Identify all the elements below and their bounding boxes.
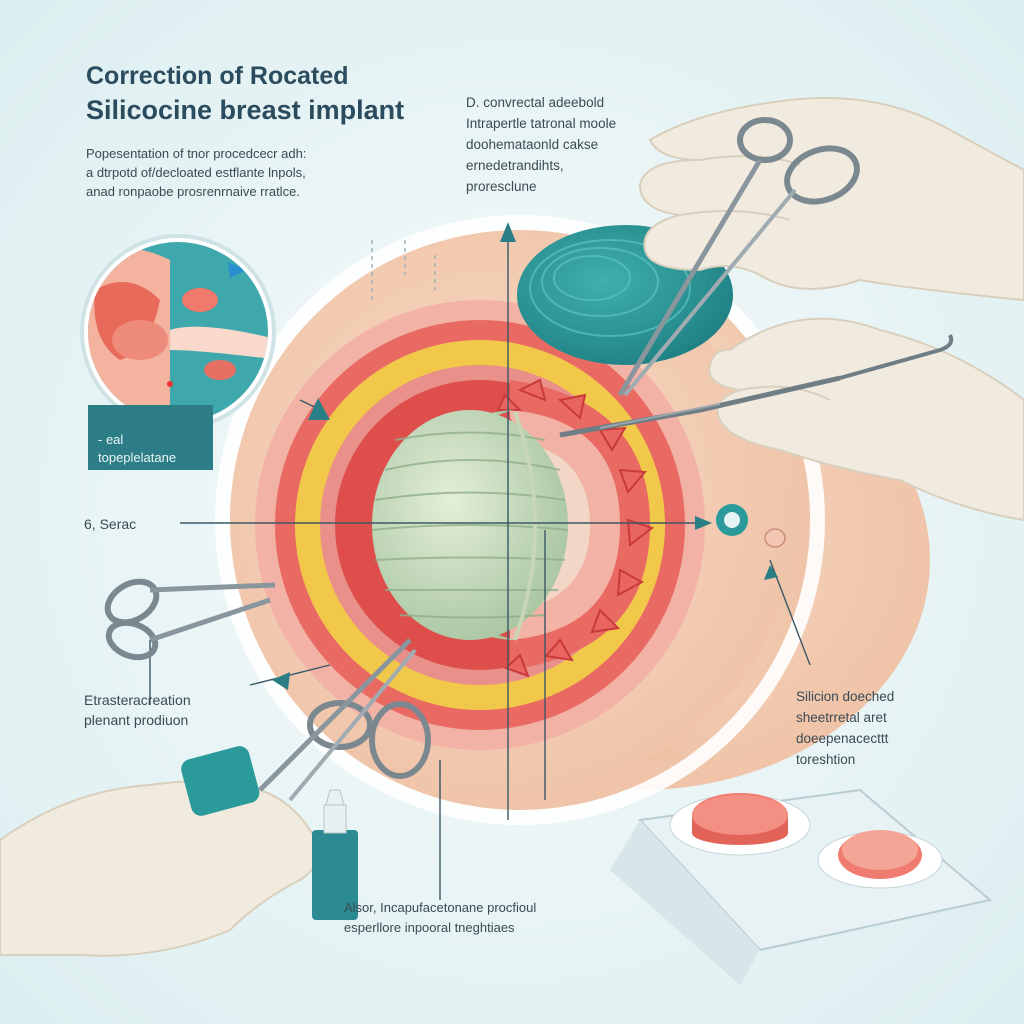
silicone-implant bbox=[371, 410, 569, 641]
clamp-left bbox=[104, 578, 276, 661]
inset-label-line: topeplelatane bbox=[98, 450, 177, 465]
callout-line: ernedetrandihts, bbox=[466, 158, 564, 173]
callout-right: Silicion doeched sheetrretal aret doeepe… bbox=[796, 686, 946, 770]
callout-line: esperllore inpooral tneghtiaes bbox=[344, 920, 515, 935]
inset-label-line: - eal bbox=[98, 432, 124, 447]
scissors-top bbox=[617, 117, 860, 397]
callout-line: Silicion doeched bbox=[796, 689, 895, 704]
callout-line: plenant prodiuon bbox=[84, 712, 189, 728]
callout-line: doeepenacecttt bbox=[796, 731, 889, 746]
callout-line: doohemataonld cakse bbox=[466, 137, 599, 152]
callout-left: Etrasteracreation plenant prodiuon bbox=[84, 690, 191, 730]
inset-detail bbox=[80, 234, 276, 470]
dashed-marks bbox=[371, 240, 436, 300]
incision-marker bbox=[716, 504, 786, 548]
callout-bottom: Alsor, Incapufacetonane procfioul esperl… bbox=[344, 898, 536, 938]
probe-instrument bbox=[559, 334, 954, 438]
gloved-hand-bottom bbox=[0, 746, 319, 957]
callout-line: D. convrectal adeebold bbox=[466, 95, 605, 110]
forceps-bottom bbox=[258, 638, 431, 802]
callout-line: toreshtion bbox=[796, 752, 856, 767]
intro-line: anad ronpaobe prosrenrnaive rratlce. bbox=[86, 184, 300, 199]
vial bbox=[312, 789, 358, 920]
callout-line: Intrapertle tatronal moole bbox=[466, 116, 617, 131]
callout-line: Etrasteracreation bbox=[84, 692, 191, 708]
callout-line: proresclune bbox=[466, 179, 537, 194]
sample-tray bbox=[610, 788, 993, 985]
title-line-2: Silicocine breast implant bbox=[86, 95, 405, 125]
title-line-1: Correction of Rocated bbox=[86, 62, 349, 90]
callout-line: sheetrretal aret bbox=[796, 710, 887, 725]
serac-label: 6, Serac bbox=[84, 516, 137, 532]
guide-arrows bbox=[272, 222, 778, 690]
intro-text: Popesentation of tnor procedcecr adh: a … bbox=[86, 144, 406, 201]
intro-line: Popesentation of tnor procedcecr adh: bbox=[86, 146, 307, 161]
callout-line: Alsor, Incapufacetonane procfioul bbox=[344, 900, 537, 915]
inset-label: - eal topeplelatane bbox=[98, 431, 176, 467]
intro-line: a dtrpotd of/decloated estflante lnpols, bbox=[86, 165, 306, 180]
callout-top: D. convrectal adeebold Intrapertle tatro… bbox=[466, 92, 686, 197]
guide-lines bbox=[149, 230, 811, 900]
